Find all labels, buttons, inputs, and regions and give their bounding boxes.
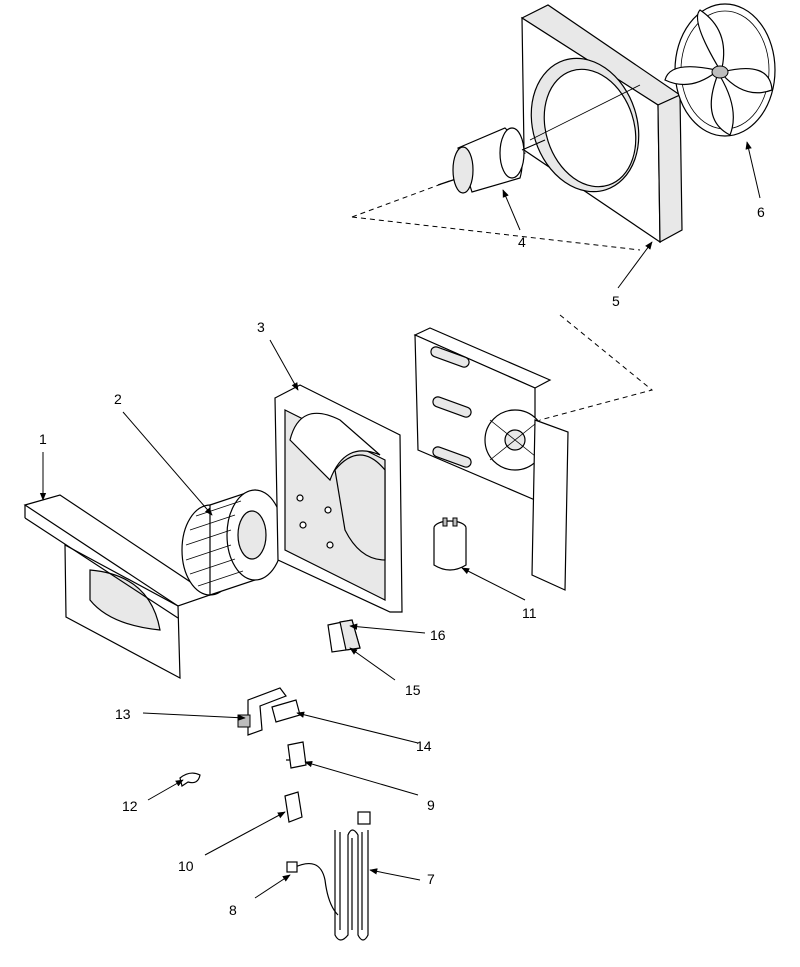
callout-3: 3 (257, 319, 265, 335)
callout-10: 10 (178, 858, 194, 874)
callout-15: 15 (405, 682, 421, 698)
part-12-clip (179, 772, 201, 787)
callout-14: 14 (416, 738, 432, 754)
callout-12: 12 (122, 798, 138, 814)
part-10-switch (284, 791, 303, 823)
callout-9: 9 (427, 797, 435, 813)
callout-6: 6 (757, 204, 765, 220)
part-15-16-bracket (327, 619, 361, 653)
callout-5: 5 (612, 293, 620, 309)
part-9-switch (286, 741, 307, 769)
part-3-blower-scroll (274, 384, 403, 613)
callout-11: 11 (522, 605, 537, 621)
callout-16: 16 (430, 627, 446, 643)
part-8-wire-harness (286, 861, 339, 916)
callout-1: 1 (39, 431, 47, 447)
control-bracket (413, 327, 569, 591)
part-13-14-switch-bracket (237, 687, 301, 736)
callout-8: 8 (229, 902, 237, 918)
callout-2: 2 (114, 391, 122, 407)
part-2-blower-wheel (181, 489, 284, 596)
part-7-heater (334, 811, 371, 941)
callout-13: 13 (115, 706, 131, 722)
callout-labels: 1 2 3 4 5 6 7 8 9 10 11 12 13 14 15 16 (39, 204, 765, 918)
callout-4: 4 (518, 234, 526, 250)
part-4-fan-motor (437, 127, 546, 194)
part-1-partition-panel (23, 494, 212, 680)
part-11-capacitor (433, 517, 467, 571)
callout-leaders (39, 141, 761, 899)
part-6-fan-blade (664, 3, 776, 137)
callout-7: 7 (427, 871, 435, 887)
part-5-shroud (520, 4, 683, 244)
